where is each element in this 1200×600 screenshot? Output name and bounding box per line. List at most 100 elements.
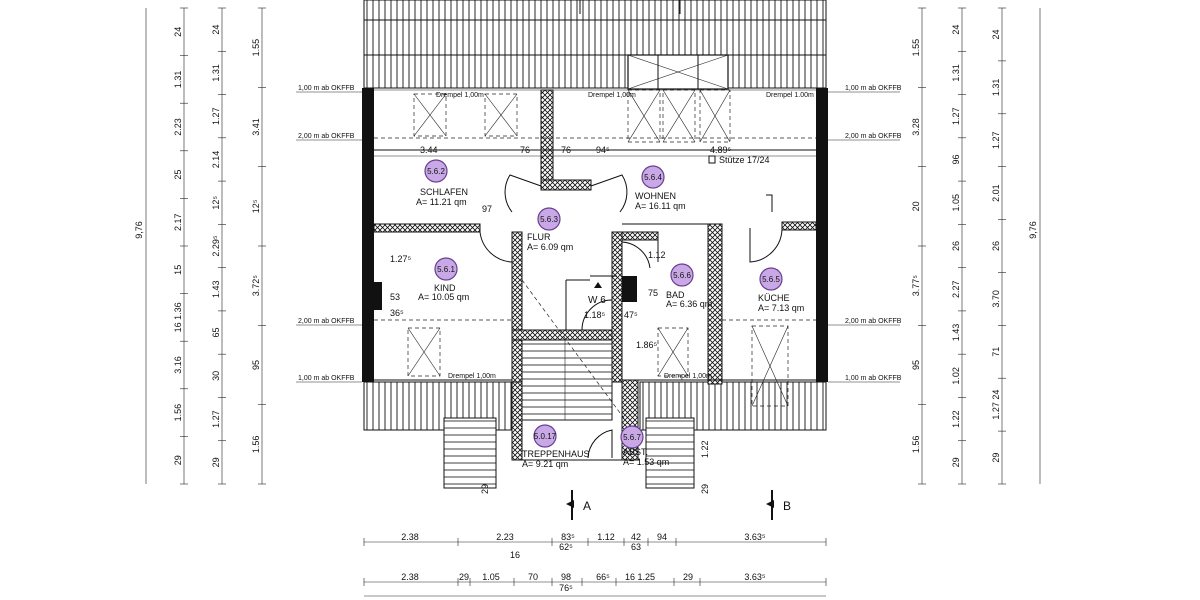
bottom-row1-sub-0: 62⁵ [559,542,573,552]
dim-118: 1.18⁵ [584,310,606,320]
dim-76a: 76 [520,145,530,155]
right-col2-0: 24 [951,25,961,35]
doors [479,174,783,461]
left-col1-8: 1.56 [173,404,183,422]
section-a-label: A [583,499,591,513]
height-right-1m-top: 1,00 m ab OKFFB [845,85,902,92]
bottom-row1-sub-1: 63 [631,542,641,552]
right-col1-3: 3.77⁵ [911,275,921,297]
right-col2-8: 1.02 [951,367,961,385]
room-outlines [374,89,816,461]
stuetze-label: Stütze 17/24 [719,155,770,165]
room-code-6: 5.0.17 [534,432,557,441]
room-code-5: 5.6.5 [762,275,780,284]
room-name-0: SCHLAFEN [420,187,468,197]
bottom-row1-4: 42 [631,532,641,542]
room-code-1: 5.6.4 [644,173,662,182]
right-col2-3: 96 [951,154,961,164]
right-outer-dim: 9,76 [1028,221,1038,239]
room-area-4: A= 6.36 qm [666,299,712,309]
room-area-5: A= 7.13 qm [758,303,804,313]
height-right-2m-top: 2,00 m ab OKFFB [845,133,902,140]
dim-1865: 1.86⁵ [636,340,658,350]
dim-344: 3.44 [420,145,438,155]
dim-112: 1.12 [648,250,666,260]
drempel-label-3: Drempel 1.00m [766,92,814,99]
bottom-row2-7: 29 [683,572,693,582]
bottom-row1-0: 2.38 [401,532,419,542]
right-col3-3: 2.01 [991,184,1001,202]
left-col1-9: 29 [173,455,183,465]
left-col2-7: 65 [211,328,221,338]
room-code-7: 5.6.7 [623,433,641,442]
dim-475: 47⁵ [624,310,638,320]
room-name-2: FLUR [527,232,551,242]
left-col3-5: 1.56 [251,436,261,454]
room-name-3: KIND [434,283,456,293]
bottom-row2-2: 1.05 [482,572,500,582]
left-col1-0: 24 [173,27,183,37]
left-col2-0: 24 [211,25,221,35]
right-col1-5: 1.56 [911,436,921,454]
right-col3-7: 1.27 24 [991,390,1001,420]
room-code-2: 5.6.3 [540,215,558,224]
right-col1-4: 95 [911,360,921,370]
right-col3-2: 1.27 [991,131,1001,149]
bottom-row2-sub: 76⁵ [559,583,573,593]
dim-76b: 76 [561,145,571,155]
room-name-1: WOHNEN [635,191,676,201]
room-code-3: 5.6.1 [437,265,455,274]
section-b-label: B [783,499,791,513]
left-col1-4: 2.17 [173,213,183,231]
left-col1-5: 15 [173,265,183,275]
height-left-2m-bottom: 2,00 m ab OKFFB [298,318,355,325]
inner-dimensions: 3.44 76 76 94⁵ 4.89⁵ 97 1.27⁵ 53 36⁵ 1.1… [374,145,816,350]
window-w6-label: W 6 [588,295,606,306]
right-col2-9: 1.22 [951,410,961,428]
room-area-0: A= 11.21 qm [416,197,467,207]
dim-945: 94⁵ [596,145,610,155]
room-area-1: A= 16.11 qm [635,201,686,211]
room-badge-2 [537,207,561,231]
right-col3-1: 1.31 [991,79,1001,97]
dim-365: 36⁵ [390,308,404,318]
dim-75: 75 [648,288,658,298]
left-col1-2: 2.23 [173,118,183,136]
right-col3-8: 29 [991,453,1001,463]
left-col1-6: 16 1.36 [173,302,183,332]
right-col2-4: 1.05 [951,194,961,212]
bottom-row2-8: 3.63⁵ [744,572,766,582]
left-col1-1: 1.31 [173,71,183,89]
bottom-row2-1: 29 [459,572,469,582]
bottom-row2-5: 66⁵ [596,572,610,582]
right-col1-2: 20 [911,201,921,211]
exterior-walls [362,88,828,382]
right-col3-5: 3.70 [991,290,1001,308]
room-area-2: A= 6.09 qm [527,242,573,252]
left-col2-10: 29 [211,457,221,467]
right-col1-0: 1.55 [911,39,921,57]
bottom-row2-6: 16 1.25 [625,572,655,582]
height-markers: 1,00 m ab OKFFB 2,00 m ab OKFFB 2,00 m a… [296,85,902,383]
bottom-row2-3: 70 [528,572,538,582]
dim-29-right: 29 [700,484,710,494]
left-col3-4: 95 [251,360,261,370]
dim-489: 4.89⁵ [710,145,732,155]
room-badge-6 [533,424,557,448]
left-col1-3: 25 [173,170,183,180]
right-col3-4: 26 [991,241,1001,251]
left-col2-4: 12⁵ [211,196,221,210]
left-col3-1: 3.41 [251,118,261,136]
room-badge-5 [759,267,783,291]
left-col2-3: 2.14 [211,151,221,169]
dim-97: 97 [482,204,492,214]
left-col2-6: 1.43 [211,281,221,299]
bottom-row1-1: 2.23 [496,532,514,542]
right-col3-0: 24 [991,29,1001,39]
room-name-7: ABST. [623,447,648,457]
dim-53: 53 [390,292,400,302]
left-col3-3: 3.72⁵ [251,275,261,297]
